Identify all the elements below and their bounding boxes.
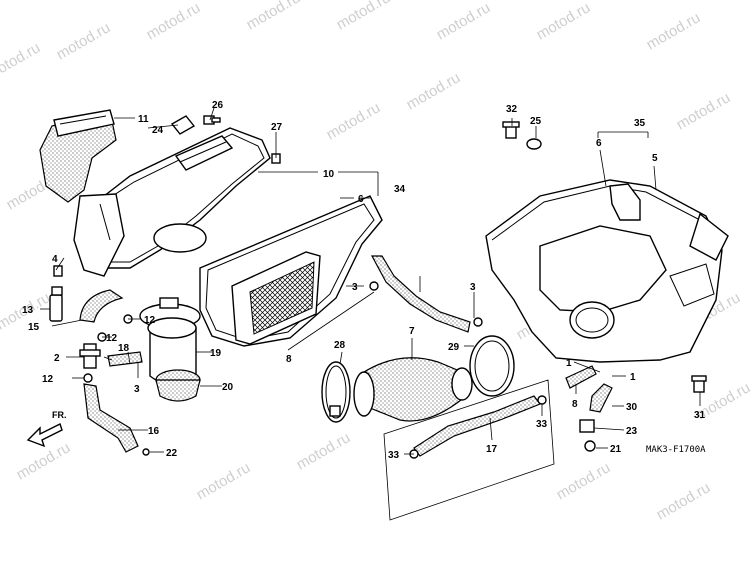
callout-6a: 6: [358, 194, 364, 205]
callout-18: 18: [118, 343, 130, 354]
part-5-lower-case: [485, 179, 729, 363]
part-upper-case: [73, 127, 271, 277]
watermark-text: motod.ru: [144, 0, 204, 43]
callout-17: 17: [486, 444, 498, 455]
watermark-text: motod.ru: [534, 0, 594, 43]
watermark-text: motod.ru: [244, 0, 304, 33]
callout-15: 15: [28, 322, 40, 333]
callout-10: 10: [323, 169, 335, 180]
callout-24: 24: [152, 125, 164, 136]
part-13-drain-plug: [49, 286, 63, 322]
callout-6b: 6: [596, 138, 602, 149]
callout-29: 29: [448, 342, 460, 353]
callout-16: 16: [148, 426, 160, 437]
callout-4: 4: [52, 254, 58, 265]
watermark-text: motod.ru: [54, 19, 114, 63]
callout-12c: 12: [42, 374, 54, 385]
callout-1a: 1: [566, 358, 572, 369]
watermark-text: motod.ru: [554, 459, 614, 503]
part-3-breather-hose: [369, 255, 483, 333]
part-17-drain-tube: [409, 395, 547, 459]
part-20-cap: [155, 369, 201, 402]
part-24-clip: [170, 115, 196, 135]
leader-lines: [40, 107, 701, 455]
part-7-connecting-tube: [353, 357, 473, 422]
part-29-band: [469, 335, 515, 397]
watermark-text: motod.ru: [294, 429, 354, 473]
part-16-drain-tube: [83, 383, 150, 456]
callout-1b: 1: [630, 372, 636, 383]
watermark-text: motod.ru: [334, 0, 394, 33]
watermark-text: motod.ru: [0, 39, 43, 83]
callout-34: 34: [394, 184, 406, 195]
part-23-joint: [579, 419, 595, 433]
callout-8a: 8: [286, 354, 292, 365]
front-arrow: FR.: [26, 410, 67, 448]
callout-12b: 12: [144, 315, 156, 326]
callout-2: 2: [54, 353, 60, 364]
watermark-text: motod.ru: [324, 99, 384, 143]
callout-33a: 33: [388, 450, 400, 461]
part-17-frame: [383, 379, 555, 521]
callout-30: 30: [626, 402, 638, 413]
callout-19: 19: [210, 348, 222, 359]
part-21-clip: [584, 440, 596, 452]
callout-13: 13: [22, 305, 34, 316]
part-8-tube: [565, 365, 597, 389]
part-15-tube: [79, 289, 124, 323]
callout-21: 21: [610, 444, 622, 455]
callout-22: 22: [166, 448, 178, 459]
callout-25: 25: [530, 116, 542, 127]
watermark-text: motod.ru: [194, 459, 254, 503]
part-31-bolt: [691, 375, 707, 393]
callout-labels: 11 24 26 27 10 6 34 4 13 15 12 12 2 12 1…: [22, 100, 706, 461]
callout-3a: 3: [134, 384, 140, 395]
part-26-screw: [203, 115, 221, 125]
watermark-text: motod.ru: [644, 9, 704, 53]
watermark-text: motod.ru: [674, 89, 734, 133]
watermark-text: motod.ru: [434, 0, 494, 43]
callout-12a: 12: [106, 333, 118, 344]
callout-7: 7: [409, 326, 415, 337]
callout-35: 35: [634, 118, 646, 129]
part-25-collar: [526, 138, 542, 150]
callout-23: 23: [626, 426, 638, 437]
front-label: FR.: [52, 410, 67, 420]
part-11-air-duct: [39, 109, 117, 203]
callout-8b: 8: [572, 399, 578, 410]
callout-26: 26: [212, 100, 224, 111]
part-2-joint: [79, 343, 101, 369]
part-4-clip: [53, 265, 63, 277]
diagram-code: MAK3-F1700A: [646, 445, 706, 455]
part-18-tube: [107, 351, 143, 367]
callout-20: 20: [222, 382, 234, 393]
callout-3c: 3: [470, 282, 476, 293]
callout-27: 27: [271, 122, 283, 133]
callout-28: 28: [334, 340, 346, 351]
part-19-breather-separator: [139, 297, 201, 385]
callout-32: 32: [506, 104, 518, 115]
callout-31: 31: [694, 410, 706, 421]
callout-5: 5: [652, 153, 658, 164]
watermark-text: motod.ru: [654, 479, 714, 523]
part-28-band: [321, 361, 351, 423]
part-30-tube: [589, 383, 613, 413]
watermark-text: motod.ru: [404, 69, 464, 113]
part-32-bolt: [502, 121, 520, 139]
callout-3b: 3: [352, 282, 358, 293]
callout-33b: 33: [536, 419, 548, 430]
part-34-element-assy: [199, 195, 383, 347]
callout-11: 11: [138, 114, 149, 125]
